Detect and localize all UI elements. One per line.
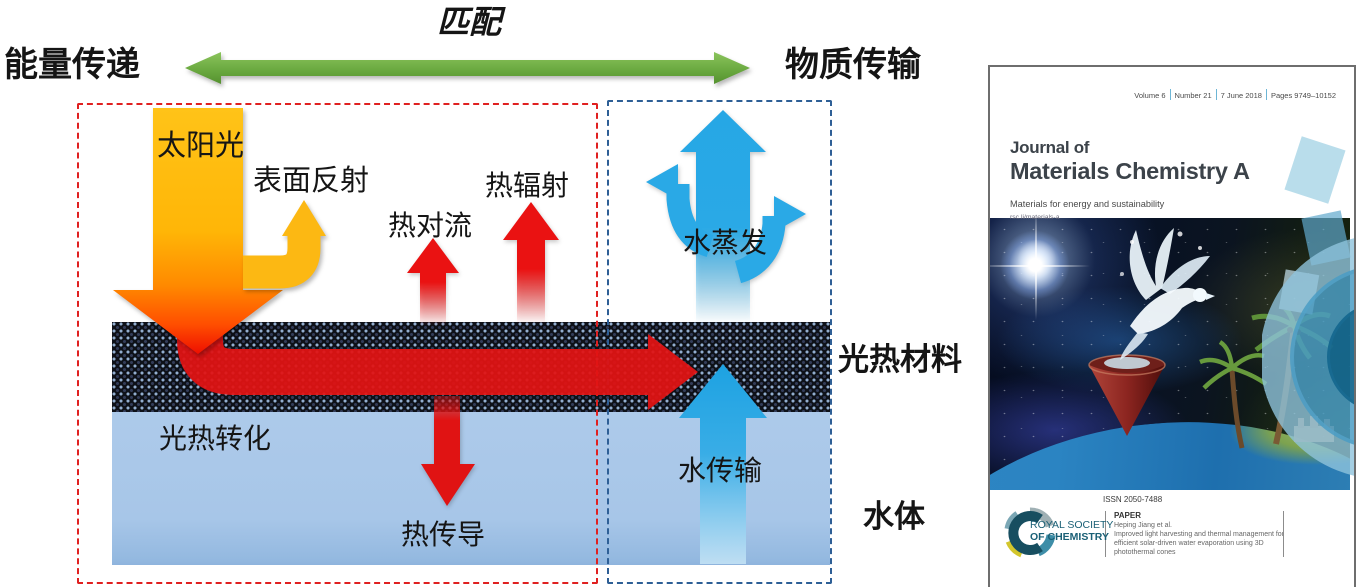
heat-conduction-arrow — [421, 396, 475, 506]
paper-divider-line — [1283, 511, 1284, 557]
separator — [1265, 89, 1267, 100]
separator — [1215, 89, 1217, 100]
rsc-logo-icon — [1004, 507, 1056, 558]
volume-text: Volume 6 — [1134, 91, 1166, 100]
energy-transfer-label: 能量传递 — [4, 46, 140, 84]
match-double-arrow — [185, 52, 750, 84]
sunlight-label: 太阳光 — [157, 130, 245, 162]
heat-radiation-label: 热辐射 — [485, 170, 570, 201]
water-evaporation-arrow — [646, 110, 806, 324]
journal-title-line2: Materials Chemistry A — [1010, 157, 1250, 184]
energy-dashed-box — [77, 103, 598, 584]
heat-radiation-arrow — [503, 202, 559, 324]
surface-reflection-arrow — [243, 200, 326, 289]
number-text: Number 21 — [1174, 91, 1212, 100]
heat-convection-label: 热对流 — [388, 210, 473, 241]
photothermal-cone-graphic — [1088, 354, 1166, 436]
surface-reflection-label: 表面反射 — [253, 165, 370, 197]
article-authors: Heping Jiang et al. — [1114, 522, 1172, 529]
issue-info-line: Volume 6 Number 21 7 June 2018 Pages 9749–1… — [1134, 89, 1336, 100]
water-body-label: 水体 — [863, 499, 925, 534]
date-text: 7 June 2018 — [1220, 91, 1262, 100]
sunlight-arrow — [113, 108, 283, 354]
fan-arcs-graphic — [1262, 136, 1354, 476]
photothermal-material-label: 光热材料 — [838, 342, 962, 377]
paper-info: PAPER Heping Jiang et al. Improved light… — [1105, 511, 1286, 558]
heat-conduction-label: 热传导 — [401, 519, 486, 550]
match-label: 匹配 — [437, 4, 502, 40]
journal-title-line1: Journal of — [1010, 138, 1090, 157]
publisher-line2: OF CHEMISTRY — [1030, 531, 1109, 544]
photothermal-conversion-label: 光热转化 — [159, 423, 272, 454]
water-dove-graphic — [1120, 228, 1215, 360]
sun-glow-graphic — [990, 218, 1090, 320]
water-transport-arrow — [679, 364, 767, 564]
water-transport-label: 水传输 — [678, 455, 763, 486]
publisher-name: ROYAL SOCIETY OF CHEMISTRY — [1030, 519, 1113, 543]
journal-cover: Volume 6 Number 21 7 June 2018 Pages 9749–1… — [988, 65, 1356, 587]
issn-text: ISSN 2050-7488 — [1103, 495, 1163, 504]
water-evaporation-label: 水蒸发 — [683, 227, 768, 258]
journal-subtitle: Materials for energy and sustainability — [1010, 199, 1165, 209]
journal-title: Journal of Materials Chemistry A — [1010, 138, 1250, 185]
pages-text: Pages 9749–10152 — [1270, 91, 1336, 100]
article-title: Improved light harvesting and thermal ma… — [1114, 531, 1285, 557]
heat-convection-arrow — [407, 238, 459, 326]
mass-transport-label: 物质传输 — [785, 46, 921, 84]
separator — [1169, 89, 1171, 100]
mass-dashed-box — [607, 100, 832, 584]
journal-website: rsc.li/materials-a — [1010, 214, 1060, 221]
publisher-line1: ROYAL SOCIETY — [1030, 519, 1114, 531]
article-type-label: PAPER — [1114, 511, 1141, 520]
